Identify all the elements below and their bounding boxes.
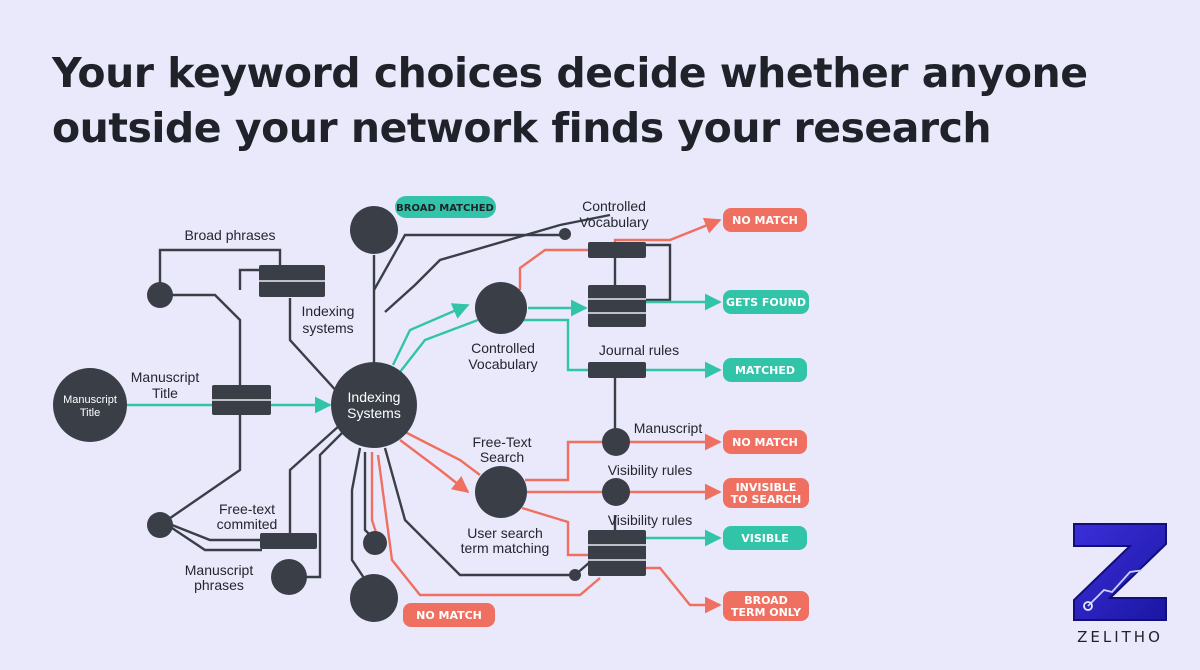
bar-cv-box	[588, 285, 646, 327]
line-hub-to-cv-mid-2	[399, 318, 479, 373]
badge-visible: VISIBLE	[723, 526, 807, 550]
line-hub-to-bottom-broad	[376, 454, 601, 597]
bar-free-text	[260, 533, 317, 549]
gray-connectors	[158, 213, 672, 591]
badges: BROAD MATCHED NO MATCH GETS FOUND MATCHE…	[395, 196, 809, 627]
label-indexing-systems-1: Indexing	[302, 303, 355, 319]
line-bar-to-indexing-label	[238, 268, 262, 290]
label-free-text-search-2: Search	[480, 449, 524, 465]
title-line-1: Your keyword choices decide whether anyo…	[52, 49, 1088, 97]
line-hub-to-cv-top	[372, 233, 565, 291]
badge-visible-text: VISIBLE	[741, 532, 789, 545]
nodes	[53, 206, 630, 622]
label-title-node-2: Title	[80, 407, 100, 419]
line-lower-left-node-2	[171, 527, 262, 552]
line-broad-top-loop	[158, 248, 282, 295]
label-cv-top-1: Controlled	[582, 198, 646, 214]
label-user-search-1: User search	[467, 525, 542, 541]
labels: Broad phrases Indexing systems Manuscrip…	[63, 198, 702, 593]
line-free-to-vis-box	[521, 506, 588, 557]
label-free-text-committed-2: commited	[217, 516, 278, 532]
bars	[212, 242, 646, 576]
badge-matched-text: MATCHED	[735, 364, 795, 377]
badge-matched: MATCHED	[723, 358, 807, 382]
label-free-text-search-1: Free-Text	[472, 434, 531, 450]
line-left-node-to-bar	[172, 293, 242, 385]
badge-invisible-text-1: INVISIBLE	[736, 481, 797, 494]
line-hub-to-free-text	[399, 439, 470, 494]
logo-mark-icon	[1073, 523, 1167, 621]
node-dot-cv-top	[559, 228, 571, 240]
label-manuscript-phrases-2: phrases	[194, 577, 244, 593]
line-upper-bar-to-hub	[288, 298, 341, 396]
label-cv-mid-2: Vocabulary	[468, 356, 537, 372]
badge-broad-matched: BROAD MATCHED	[395, 196, 496, 218]
teal-connectors	[125, 293, 722, 547]
label-visibility-rules-2: Visibility rules	[608, 512, 693, 528]
node-free-left	[147, 512, 173, 538]
badge-invisible: INVISIBLE TO SEARCH	[723, 478, 809, 508]
line-hub-down-3	[383, 447, 575, 577]
label-cv-top-2: Vocabulary	[579, 214, 648, 230]
node-visibility-right	[602, 478, 630, 506]
badge-broad-term-only: BROAD TERM ONLY	[723, 591, 809, 621]
label-manuscript-title-1: Manuscript	[131, 369, 200, 385]
badge-broad-term-text-2: TERM ONLY	[731, 606, 802, 619]
label-visibility-rules-1: Visibility rules	[608, 462, 693, 478]
line-hub-to-cv-mid	[391, 303, 470, 366]
label-journal-rules: Journal rules	[599, 342, 679, 358]
node-manuscript-title	[53, 368, 127, 442]
label-broad-phrases: Broad phrases	[184, 227, 275, 243]
zelitho-logo: ZELITHO	[1060, 518, 1180, 660]
title-line-2: outside your network finds your research	[52, 104, 992, 152]
node-top	[350, 206, 398, 254]
badge-no-match-bottom: NO MATCH	[403, 603, 495, 627]
label-hub-1: Indexing	[348, 389, 401, 405]
line-hub-to-free-text-2	[404, 430, 481, 476]
bar-visibility	[588, 530, 646, 576]
node-controlled-vocab	[475, 282, 527, 334]
label-free-text-committed-1: Free-text	[219, 501, 275, 517]
badge-no-match-top: NO MATCH	[723, 208, 807, 232]
page-title: Your keyword choices decide whether anyo…	[52, 46, 1152, 156]
label-indexing-systems-2: systems	[302, 320, 353, 336]
line-phrases-node-to-hub	[305, 429, 346, 579]
badge-broad-matched-text: BROAD MATCHED	[396, 203, 494, 214]
label-manuscript: Manuscript	[634, 420, 703, 436]
badge-broad-term-text-1: BROAD	[744, 594, 788, 607]
badge-no-match-mid-text: NO MATCH	[732, 436, 798, 449]
label-manuscript-phrases-1: Manuscript	[185, 562, 254, 578]
node-manuscript-phrases	[271, 559, 307, 595]
line-vis-to-broad-term	[645, 566, 722, 614]
line-free-to-no-match	[525, 433, 722, 482]
node-bottom-large	[350, 574, 398, 622]
badge-no-match-top-text: NO MATCH	[732, 214, 798, 227]
line-lower-bar-to-hub	[288, 424, 341, 548]
badge-gets-found-text: GETS FOUND	[726, 296, 806, 309]
line-lower-left-node	[171, 523, 265, 542]
bar-journal	[588, 362, 646, 378]
badge-no-match-bottom-text: NO MATCH	[416, 609, 482, 622]
badge-gets-found: GETS FOUND	[723, 290, 809, 314]
node-free-text-search	[475, 466, 527, 518]
label-cv-mid-1: Controlled	[471, 340, 535, 356]
label-hub-2: Systems	[347, 405, 401, 421]
badge-no-match-mid: NO MATCH	[723, 430, 807, 454]
logo-wordmark: ZELITHO	[1077, 628, 1163, 646]
label-manuscript-title-2: Title	[152, 385, 178, 401]
label-title-node-1: Manuscript	[63, 394, 117, 406]
node-broad-left	[147, 282, 173, 308]
node-bottom-small	[363, 531, 387, 555]
node-dot-bottom	[569, 569, 581, 581]
node-indexing-hub	[331, 362, 417, 448]
badge-invisible-text-2: TO SEARCH	[731, 493, 801, 506]
line-bar-vertical	[159, 410, 242, 526]
bar-cv-top	[588, 242, 646, 258]
line-hub-to-cv-top-2	[384, 213, 611, 313]
node-manuscript-right	[602, 428, 630, 456]
label-user-search-2: term matching	[461, 540, 550, 556]
line-cv-box-loop	[645, 243, 672, 302]
line-hub-down-1	[350, 447, 373, 591]
